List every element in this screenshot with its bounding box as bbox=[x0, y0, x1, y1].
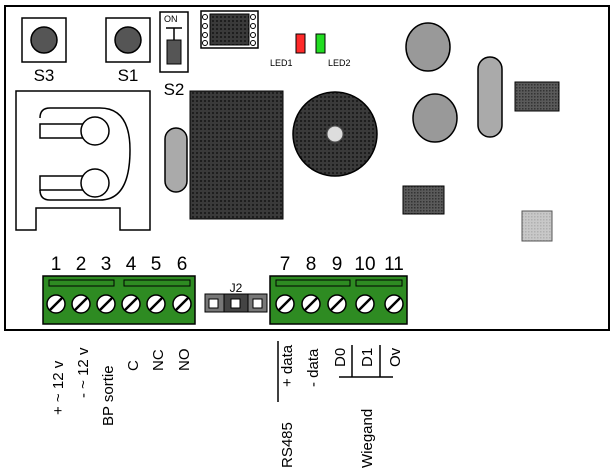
terminal-number: 3 bbox=[101, 254, 112, 275]
rs485-label: RS485 bbox=[279, 422, 296, 468]
terminal-number: 5 bbox=[151, 254, 162, 275]
terminal-screw bbox=[327, 294, 347, 314]
terminal-screw bbox=[121, 294, 141, 314]
terminal-number: 8 bbox=[306, 254, 317, 275]
pin-labels: + ~ 12 v - ~ 12 v BP sortie C NC NO + da… bbox=[50, 344, 404, 426]
led2-label: LED2 bbox=[328, 58, 351, 68]
pin-label: NO bbox=[176, 349, 193, 372]
terminal-number: 1 bbox=[51, 254, 62, 275]
led-2: LED2 bbox=[315, 33, 351, 68]
pin-label: D1 bbox=[359, 348, 376, 367]
small-chip bbox=[402, 185, 445, 215]
pin-label: BP sortie bbox=[100, 365, 117, 426]
terminal-number: 9 bbox=[332, 254, 343, 275]
switch-s2: ON S2 bbox=[159, 11, 189, 99]
capacitor-mid bbox=[412, 93, 458, 143]
pin-label: D0 bbox=[332, 348, 349, 367]
pin-label: Ov bbox=[387, 347, 404, 367]
button-s1: S1 bbox=[105, 17, 151, 85]
terminal-block-left bbox=[42, 275, 196, 325]
crystal-right bbox=[477, 56, 503, 138]
s3-label: S3 bbox=[34, 66, 55, 85]
led-1: LED1 bbox=[270, 33, 306, 68]
crystal-left bbox=[164, 127, 188, 193]
button-s3: S3 bbox=[21, 17, 67, 85]
pin-label: - data bbox=[305, 348, 322, 387]
s2-label: S2 bbox=[164, 80, 185, 99]
terminal-screw bbox=[275, 294, 295, 314]
battery-holder bbox=[15, 90, 151, 231]
capacitor-top bbox=[405, 22, 451, 72]
terminal-screw bbox=[71, 294, 91, 314]
terminal-block-right bbox=[269, 275, 408, 325]
terminal-number: 2 bbox=[76, 254, 87, 275]
terminal-screw bbox=[96, 294, 116, 314]
pin-label: C bbox=[125, 360, 142, 371]
terminal-number: 11 bbox=[384, 254, 404, 275]
terminal-number: 6 bbox=[177, 254, 188, 275]
buzzer bbox=[292, 91, 378, 177]
terminal-screw bbox=[355, 294, 375, 314]
pin-label: + data bbox=[279, 344, 296, 387]
ic-chip bbox=[200, 10, 259, 49]
sensor-chip bbox=[521, 210, 553, 242]
terminal-screw bbox=[172, 294, 192, 314]
pin-label: - ~ 12 v bbox=[75, 347, 92, 398]
s1-label: S1 bbox=[118, 66, 139, 85]
switch-on-label: ON bbox=[164, 14, 178, 24]
terminal-screw bbox=[146, 294, 166, 314]
terminal-number: 10 bbox=[354, 254, 375, 275]
terminal-number: 7 bbox=[280, 254, 291, 275]
terminal-screw bbox=[301, 294, 321, 314]
wiegand-label: Wiegand bbox=[359, 409, 376, 468]
main-chip bbox=[189, 90, 284, 220]
terminal-number: 4 bbox=[126, 254, 137, 275]
pin-label: + ~ 12 v bbox=[50, 360, 67, 415]
jumper-j2: J2 bbox=[204, 281, 268, 313]
led1-label: LED1 bbox=[270, 58, 293, 68]
regulator-chip bbox=[514, 81, 560, 112]
pin-label: NC bbox=[150, 349, 167, 371]
terminal-screw bbox=[384, 294, 404, 314]
terminal-numbers: 1 2 3 4 5 6 7 8 9 10 11 bbox=[51, 254, 404, 275]
terminal-screw bbox=[46, 294, 66, 314]
j2-label: J2 bbox=[230, 281, 243, 295]
